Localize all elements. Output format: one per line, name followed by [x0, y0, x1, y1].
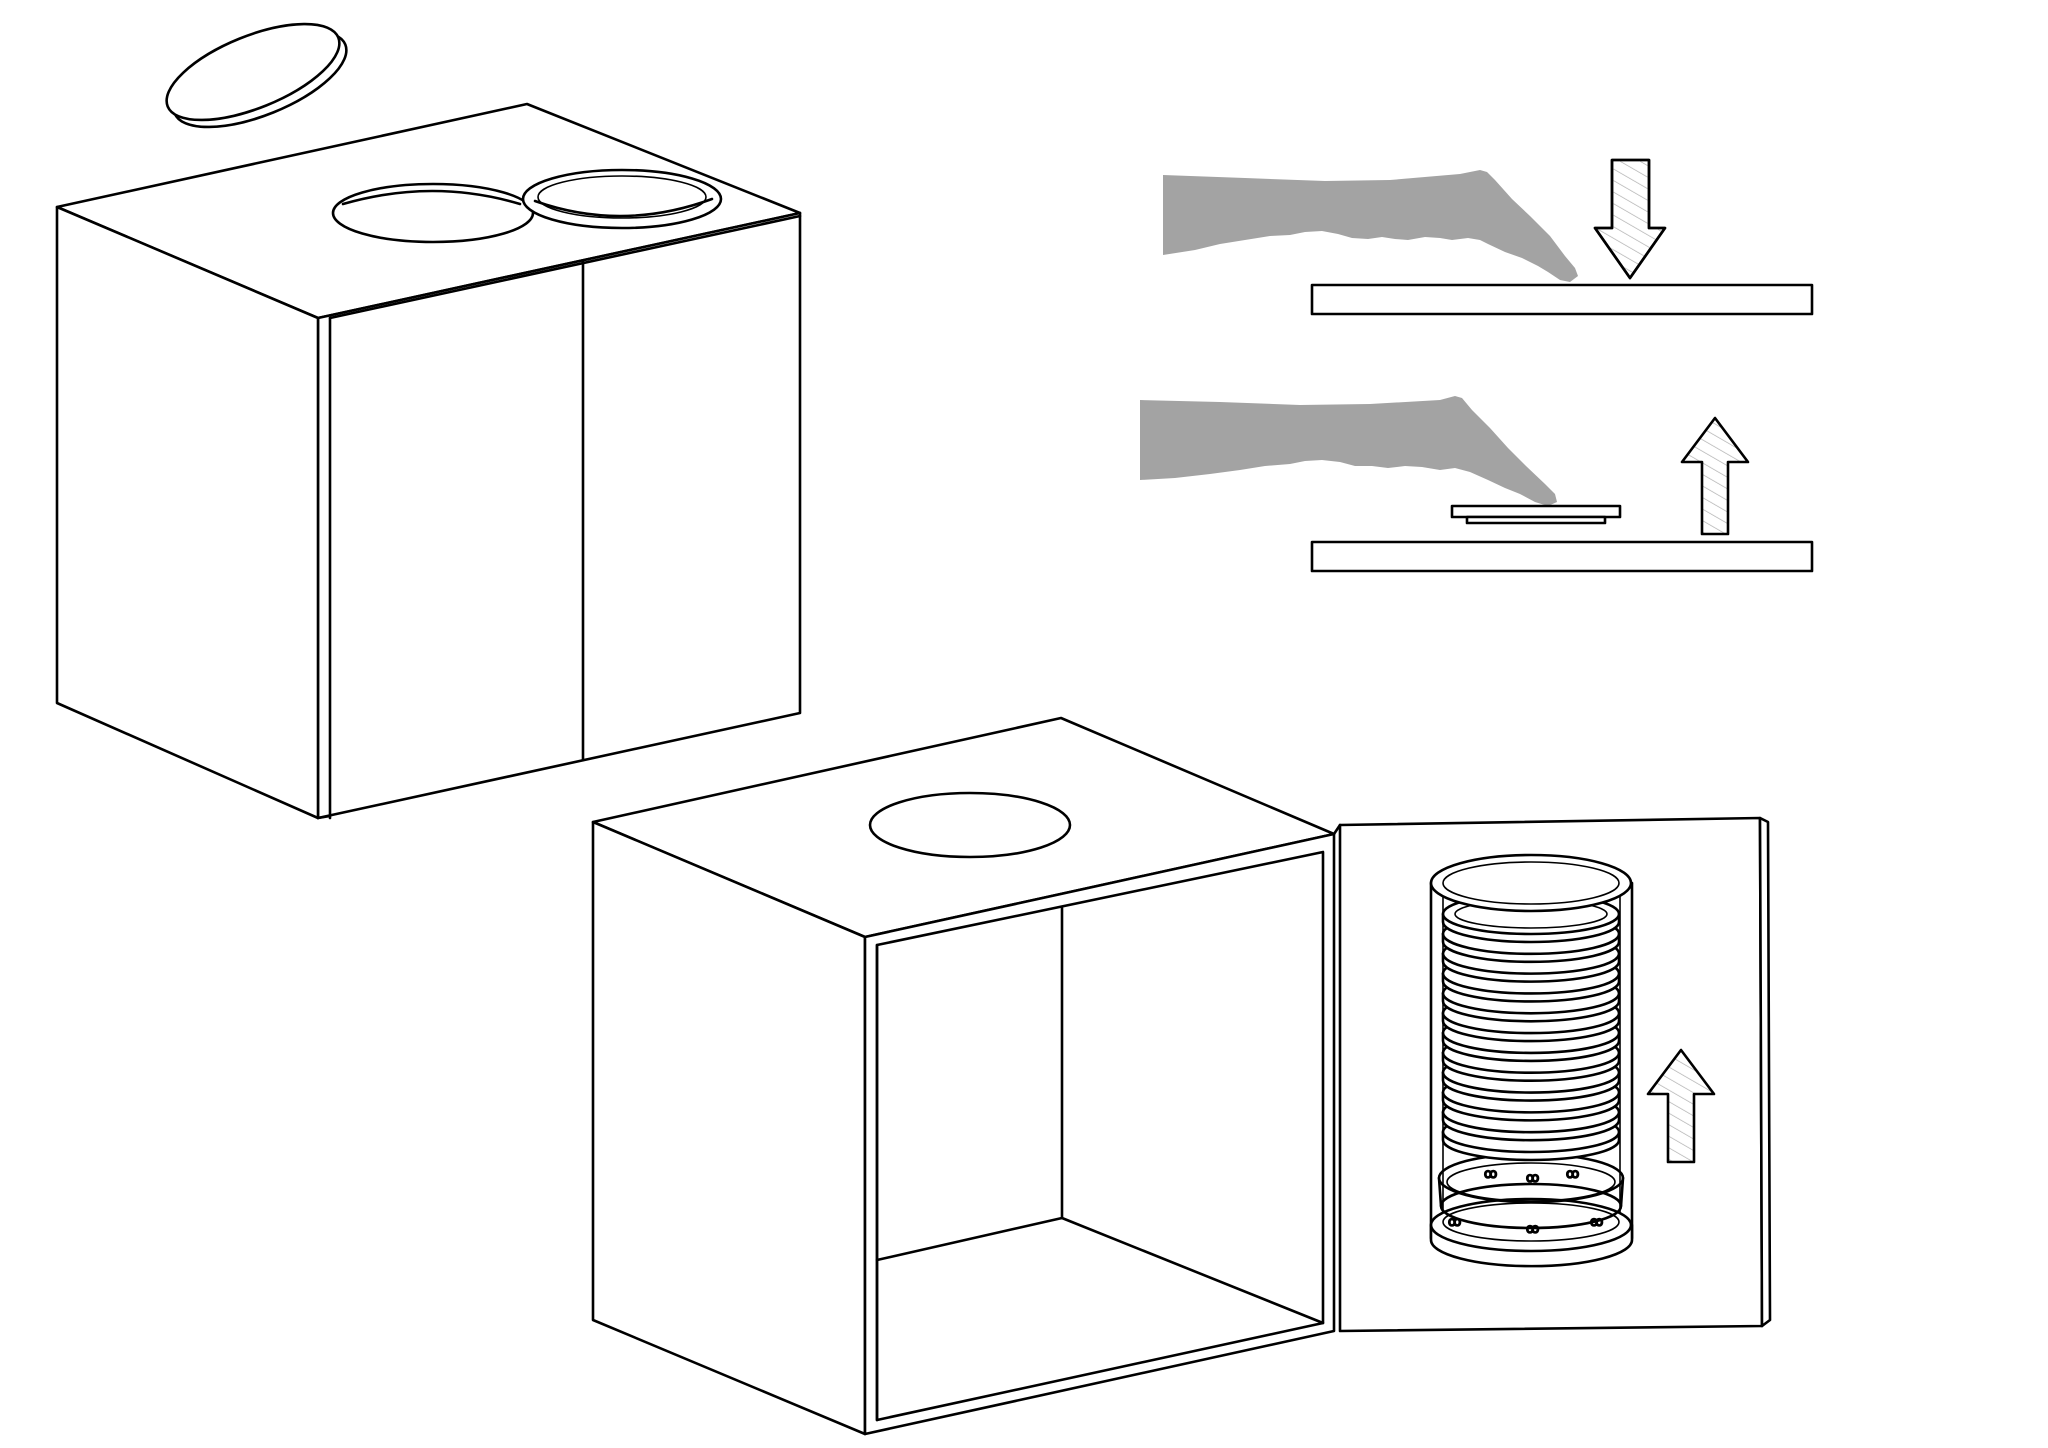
arrow-down-icon	[1593, 158, 1667, 280]
spring-coil-icons: ꝏ ꝏ ꝏ ꝏ ꝏ ꝏ	[1447, 1166, 1604, 1238]
hand-pressing	[1163, 170, 1578, 282]
svg-text:ꝏ: ꝏ	[1448, 1215, 1461, 1230]
lid-on-board	[1450, 504, 1622, 525]
hand-lifting	[1140, 396, 1557, 506]
svg-text:ꝏ: ꝏ	[1484, 1167, 1497, 1182]
board-top	[1310, 283, 1814, 316]
plate-stack	[1441, 892, 1621, 1162]
svg-text:ꝏ: ꝏ	[1566, 1167, 1579, 1182]
open-hole	[331, 182, 535, 244]
svg-text:ꝏ: ꝏ	[1526, 1222, 1539, 1237]
arrow-up-icon	[1680, 416, 1750, 536]
removed-lid	[165, 22, 348, 129]
closed-cabinet	[55, 22, 802, 820]
spring-base: ꝏ ꝏ ꝏ ꝏ ꝏ ꝏ	[1437, 1152, 1625, 1238]
svg-text:ꝏ: ꝏ	[1590, 1215, 1603, 1230]
plate-stacker: ꝏ ꝏ ꝏ ꝏ ꝏ ꝏ	[1429, 853, 1634, 1268]
press-lid-step	[1140, 158, 1814, 573]
lidded-hole	[521, 168, 723, 230]
svg-text:ꝏ: ꝏ	[1526, 1171, 1539, 1186]
arrow-up-icon	[1646, 1048, 1716, 1164]
stacker-rim	[1429, 853, 1633, 913]
open-cabinet: ꝏ ꝏ ꝏ ꝏ ꝏ ꝏ	[591, 716, 1772, 1436]
board-bottom	[1310, 540, 1814, 573]
open-cabinet-hole	[868, 791, 1072, 859]
